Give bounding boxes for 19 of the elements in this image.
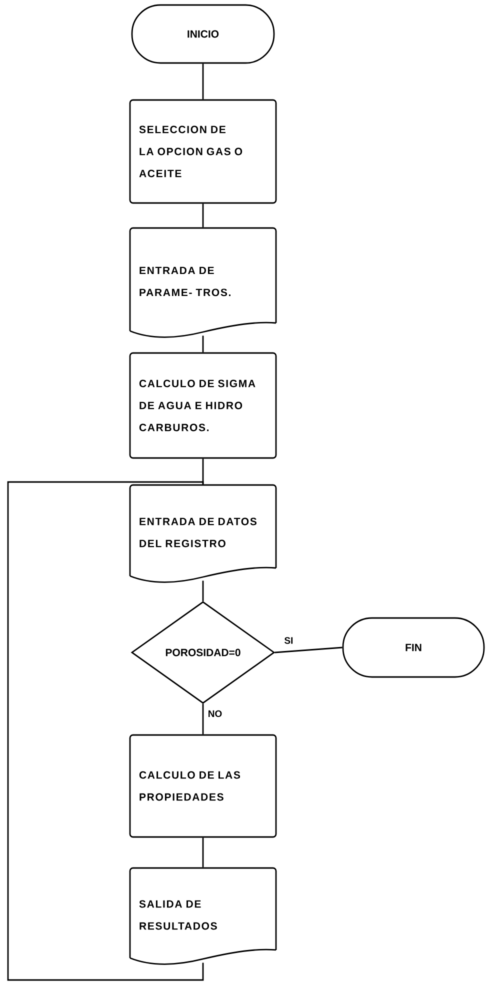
connector-line — [7, 481, 204, 981]
process-box: SELECCION DE LA OPCION GAS O ACEITE — [129, 99, 277, 204]
terminal-box: FIN — [342, 617, 485, 678]
process-box: CALCULO DE LAS PROPIEDADES — [129, 734, 277, 838]
terminal-box: INICIO — [131, 4, 275, 64]
connector-line — [202, 336, 204, 352]
connector-line — [202, 704, 204, 734]
edge-label: NO — [208, 710, 222, 718]
connector-line — [274, 646, 342, 654]
connector-line — [202, 458, 204, 484]
document-box: SALIDA DE RESULTADOS — [129, 867, 277, 965]
document-box: ENTRADA DE DATOS DEL REGISTRO — [129, 484, 277, 583]
connector-line — [202, 838, 204, 868]
connector-line — [202, 580, 204, 602]
connector-line — [202, 64, 204, 100]
edge-label: SI — [284, 637, 293, 644]
document-box: ENTRADA DE PARAME- TROS. — [129, 227, 277, 338]
process-box: CALCULO DE SIGMA DE AGUA E HIDRO CARBUROS. — [129, 352, 277, 459]
connector-line — [202, 204, 204, 228]
